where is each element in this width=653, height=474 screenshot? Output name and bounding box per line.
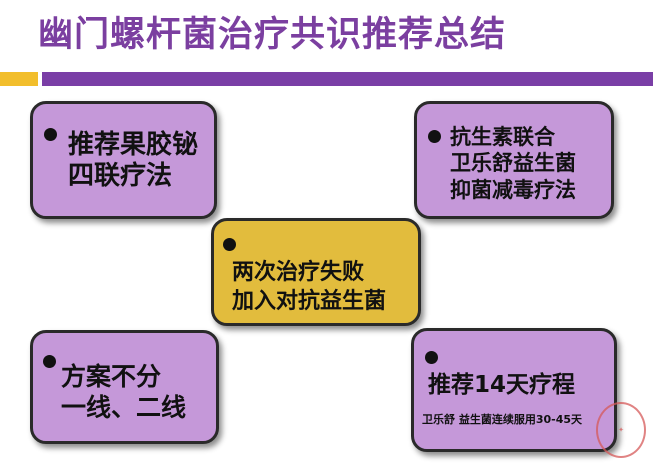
box-line: 一线、二线 — [61, 393, 187, 423]
box-center-text: 两次治疗失败 加入对抗益生菌 — [232, 259, 386, 316]
box-bottom-right: 推荐14天疗程 卫乐舒 益生菌连续服用30-45天 — [411, 328, 617, 452]
box-top-right: 抗生素联合 卫乐舒益生菌 抑菌减毒疗法 — [414, 101, 614, 219]
box-top-right-text: 抗生素联合 卫乐舒益生菌 抑菌减毒疗法 — [450, 124, 576, 203]
box-bottom-left: 方案不分 一线、二线 — [30, 330, 219, 444]
bullet-dot — [44, 128, 57, 141]
box-line: 卫乐舒益生菌 — [450, 151, 576, 176]
box-top-left-text: 推荐果胶铋 四联疗法 — [68, 130, 198, 191]
box-line: 四联疗法 — [68, 160, 173, 191]
page-title: 幽门螺杆菌治疗共识推荐总结 — [38, 15, 507, 55]
bullet-dot — [425, 351, 438, 364]
seal-stamp-icon: ✦ — [596, 402, 646, 458]
bullet-dot — [428, 130, 441, 143]
bullet-dot — [43, 355, 56, 368]
bullet-dot — [223, 238, 236, 251]
accent-bar-purple — [42, 72, 653, 86]
box-center: 两次治疗失败 加入对抗益生菌 — [211, 218, 421, 326]
box-bottom-right-sub: 卫乐舒 益生菌连续服用30-45天 — [422, 413, 583, 426]
box-line: 方案不分 — [61, 362, 162, 391]
box-line: 两次治疗失败 — [232, 260, 365, 285]
box-line: 抑菌减毒疗法 — [450, 177, 576, 202]
box-bottom-left-text: 方案不分 一线、二线 — [61, 361, 186, 424]
accent-bar-gold — [0, 72, 38, 86]
box-top-left: 推荐果胶铋 四联疗法 — [30, 101, 217, 219]
box-line: 抗生素联合 — [450, 125, 555, 149]
box-line: 加入对抗益生菌 — [232, 288, 387, 314]
box-bottom-right-main: 推荐14天疗程 — [428, 372, 576, 398]
box-line: 推荐果胶铋 — [68, 130, 199, 160]
